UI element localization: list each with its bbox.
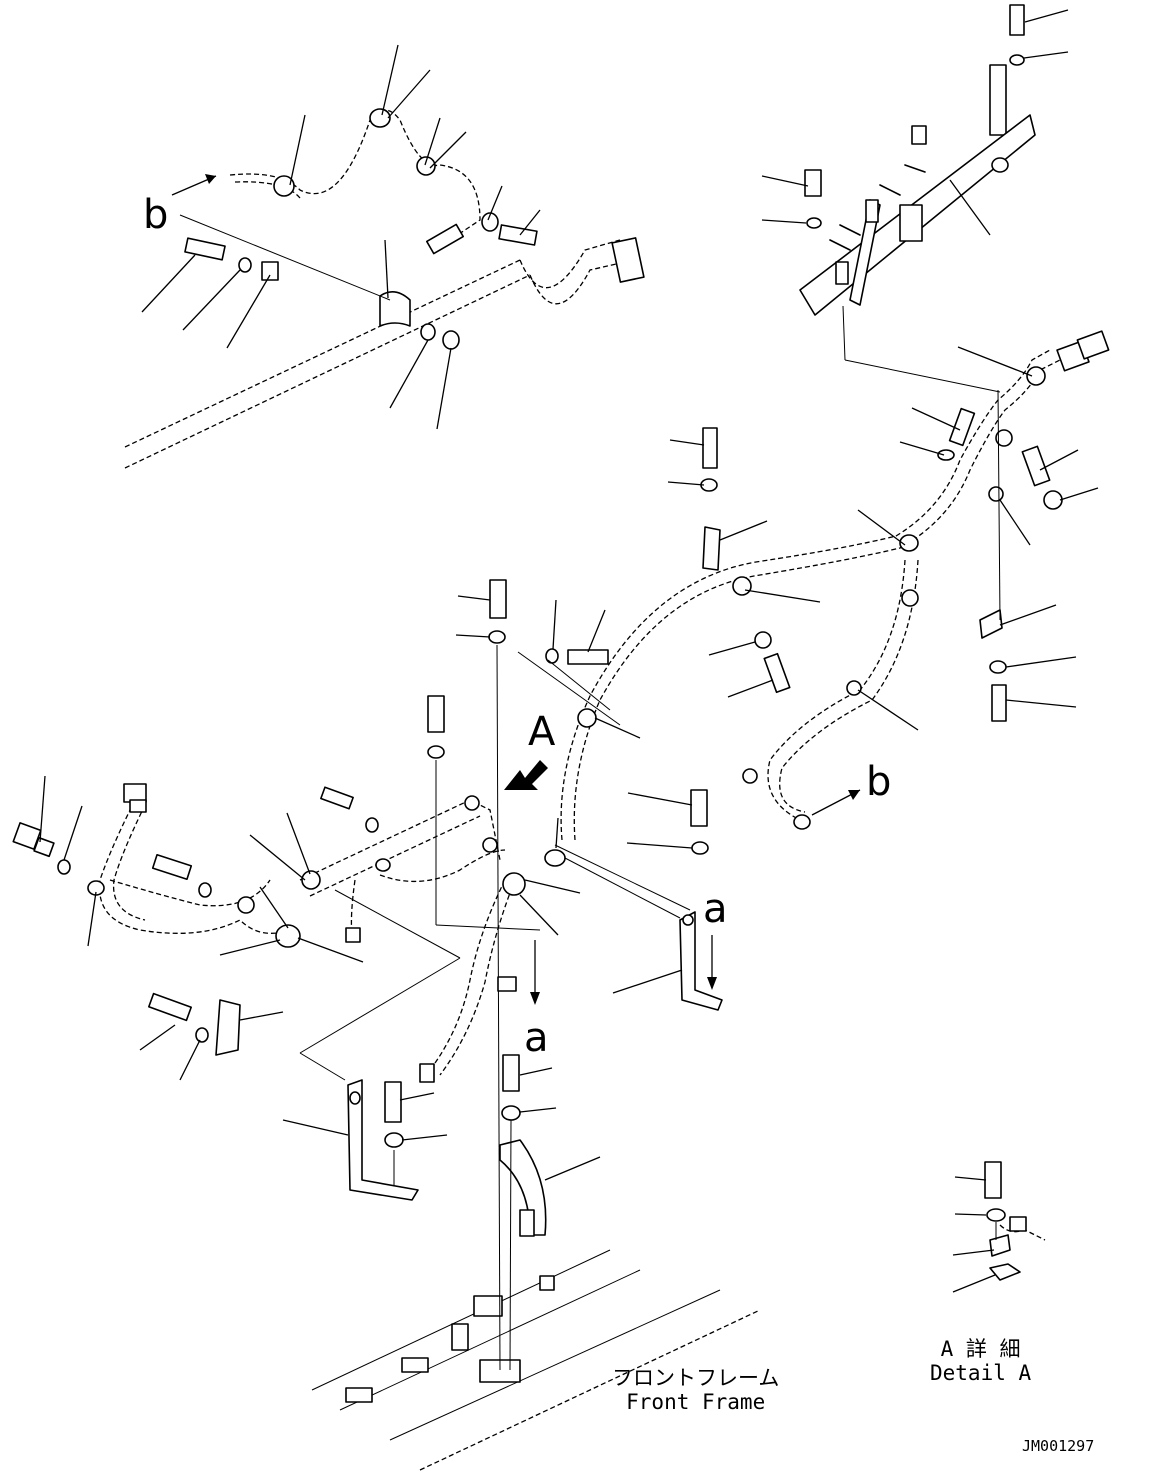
- drawing-number: JM001297: [1022, 1437, 1095, 1455]
- lower-left-harness: [12, 775, 581, 1083]
- front-frame-caption-jp: フロントフレーム: [612, 1366, 780, 1390]
- lower-brackets: [282, 789, 723, 1371]
- reference-b-top: b: [143, 192, 169, 238]
- detail-a-caption: A 詳 細 Detail A: [930, 1337, 1031, 1385]
- reference-a-left: a: [524, 1015, 549, 1061]
- view-a-label: A: [528, 709, 556, 755]
- detail-a-view: [952, 1161, 1046, 1293]
- upper-left-harness-assembly: [124, 44, 645, 469]
- detail-a-caption-en: Detail A: [930, 1361, 1032, 1386]
- front-frame-caption: フロントフレーム Front Frame: [612, 1366, 779, 1414]
- detail-a-caption-jp: A 詳 細: [940, 1337, 1021, 1361]
- front-frame-caption-en: Front Frame: [626, 1390, 766, 1415]
- reference-a-right: a: [703, 886, 728, 932]
- front-frame: [311, 1249, 761, 1471]
- reference-b-right: b: [866, 759, 892, 805]
- upper-right-bracket-assembly: [761, 4, 1069, 393]
- center-bolts: [427, 579, 621, 1371]
- central-harness: [560, 330, 1110, 841]
